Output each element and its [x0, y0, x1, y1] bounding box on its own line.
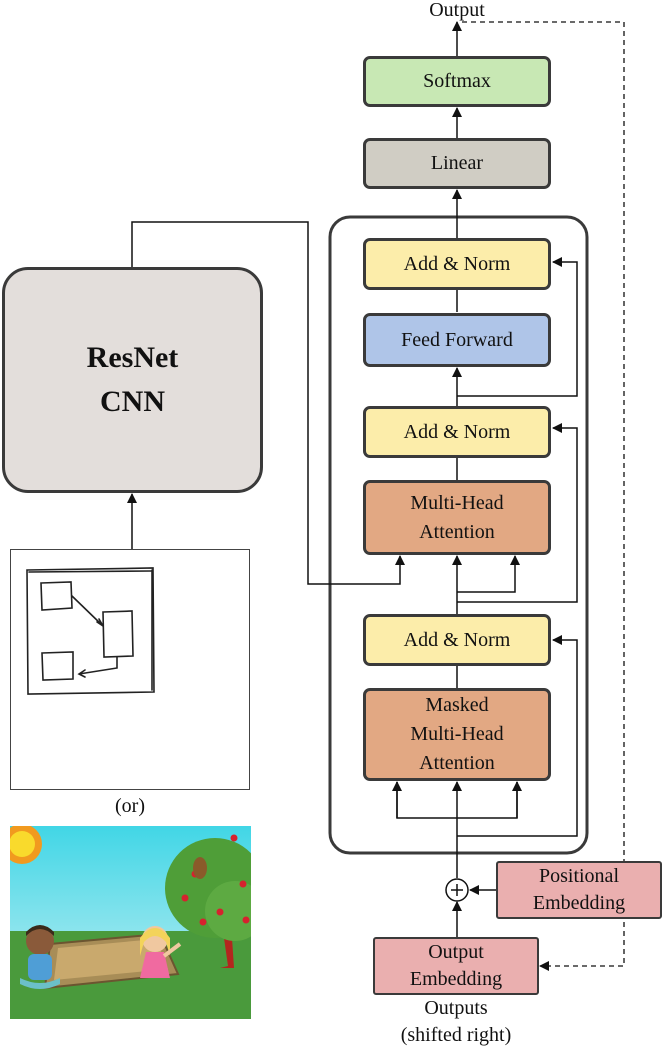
output-embedding-block: Output Embedding: [373, 937, 539, 995]
boy-icon: [20, 925, 60, 989]
girl-icon: [140, 926, 182, 978]
positional-embedding-block: Positional Embedding: [496, 861, 662, 919]
output-label: Output: [429, 0, 485, 21]
linear-block: Linear: [363, 138, 551, 189]
dashed-feedback-loop: [462, 21, 625, 971]
feed-forward-label: Feed Forward: [401, 328, 513, 351]
cartoon-scene-image: [10, 826, 251, 1019]
add-norm-bottom-block: Add & Norm: [363, 614, 551, 666]
tree-icon: [165, 834, 251, 968]
resnet-cnn-block: ResNet CNN: [2, 267, 263, 493]
resnet-cnn-label: ResNet CNN: [86, 341, 179, 418]
add-norm-top-block: Add & Norm: [363, 238, 551, 290]
add-norm-bottom-label: Add & Norm: [403, 628, 511, 651]
hand-drawn-sketch-icon: [26, 567, 155, 695]
cnn-to-attention-line: [131, 221, 405, 585]
add-norm-middle-block: Add & Norm: [363, 406, 551, 458]
residual-top: [457, 257, 578, 397]
masked-attention-label: Masked Multi-Head Attention: [410, 694, 504, 774]
multi-head-attention-label: Multi-Head Attention: [410, 491, 504, 543]
sun-icon: [10, 826, 42, 864]
add-norm-top-label: Add & Norm: [403, 252, 511, 275]
add-circle-icon: [445, 878, 469, 902]
attention-query-branch: [457, 555, 520, 593]
softmax-label: Softmax: [423, 70, 491, 92]
output-embedding-label: Output Embedding: [409, 941, 503, 990]
linear-label: Linear: [430, 152, 484, 174]
or-label: (or): [115, 795, 145, 817]
residual-middle: [457, 423, 578, 603]
outputs-shifted-right-label: Outputs (shifted right): [400, 997, 512, 1046]
feed-forward-block: Feed Forward: [363, 313, 551, 367]
residual-bottom: [457, 635, 578, 837]
input-sketch-panel: [10, 549, 250, 790]
add-norm-middle-label: Add & Norm: [403, 420, 511, 443]
positional-embedding-label: Positional Embedding: [532, 865, 626, 914]
decoder-block-frame: [328, 215, 589, 855]
multi-head-attention-block: Multi-Head Attention: [363, 480, 551, 555]
masked-multi-head-attention-block: Masked Multi-Head Attention: [363, 688, 551, 781]
softmax-block: Softmax: [363, 56, 551, 107]
